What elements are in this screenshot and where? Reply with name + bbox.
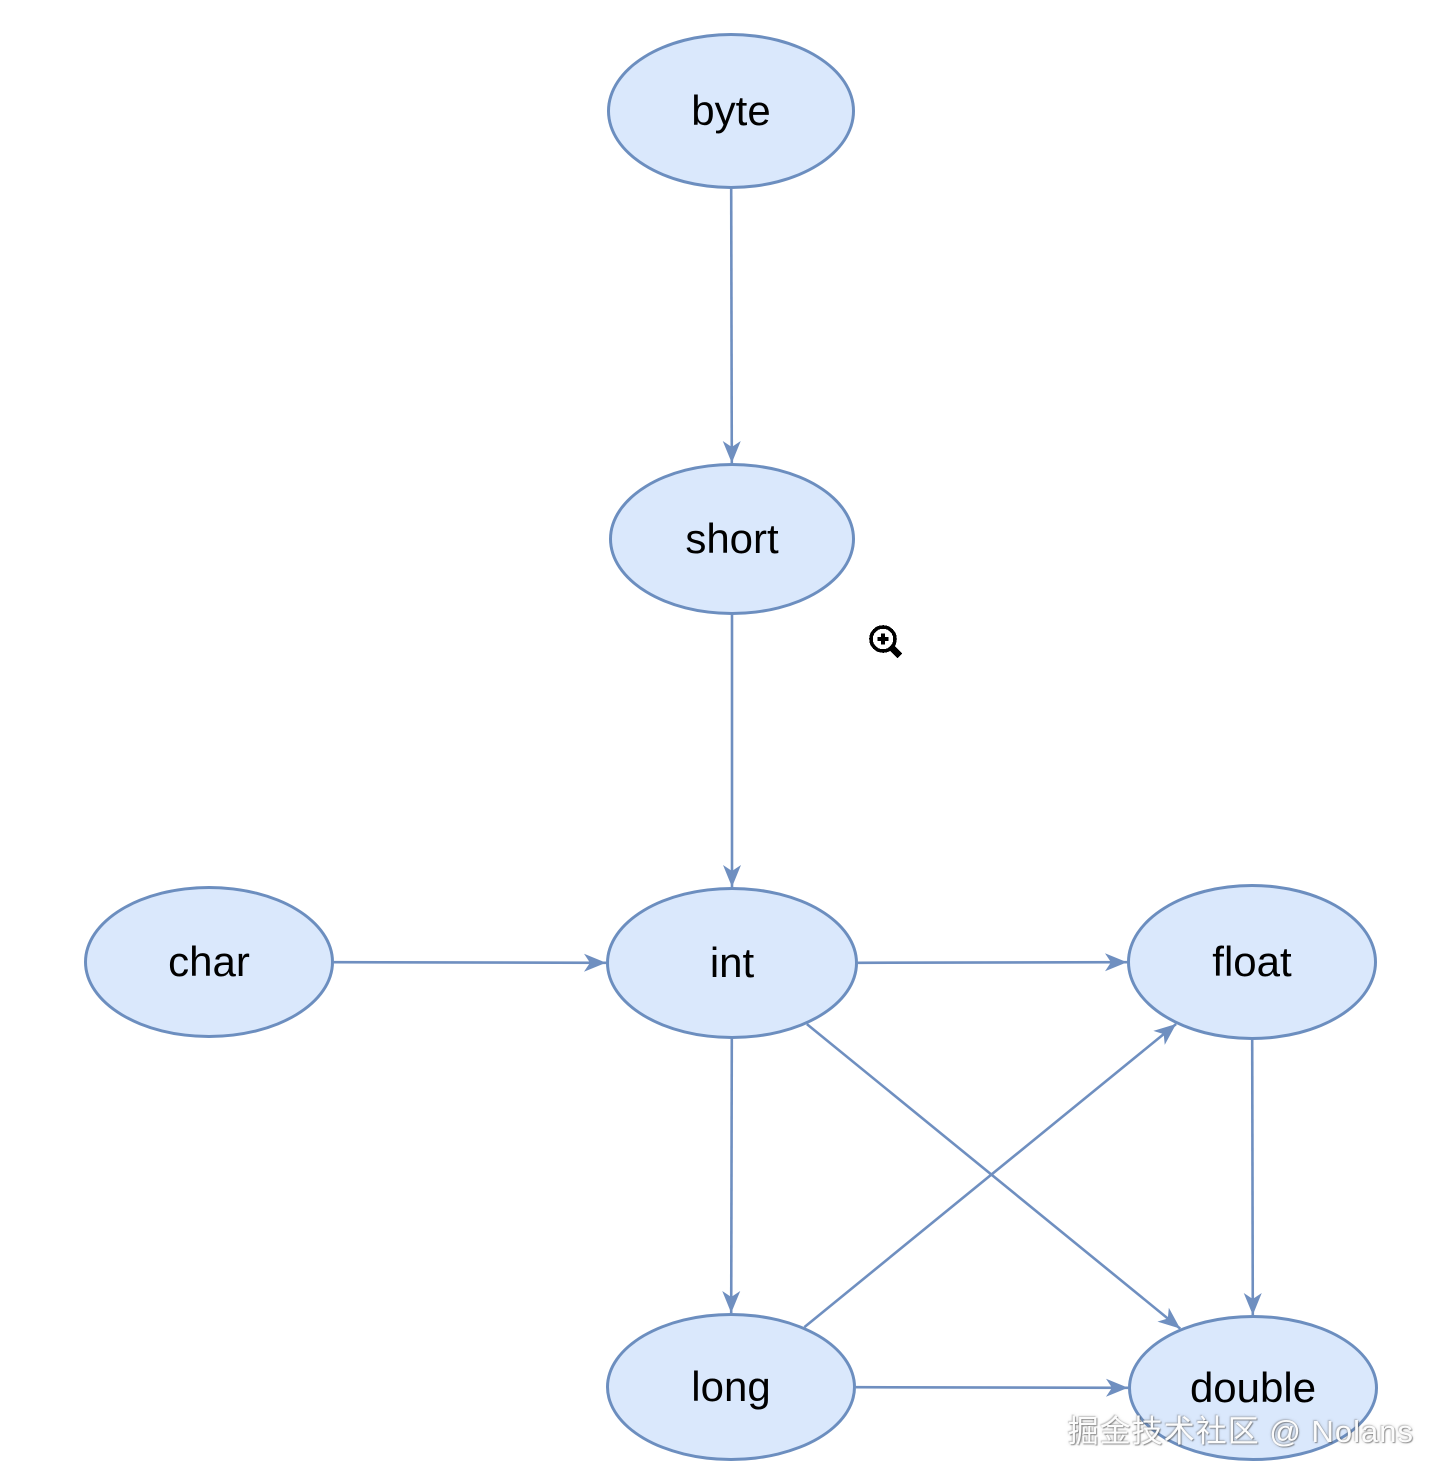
node-long[interactable]: long <box>606 1313 856 1461</box>
node-label: short <box>685 515 779 562</box>
edge-long-float <box>803 1022 1177 1329</box>
edge-float-double <box>1243 1039 1262 1316</box>
zoom-in-cursor-icon <box>869 625 903 659</box>
edge-char-int <box>333 953 607 972</box>
node-label: int <box>709 939 755 986</box>
edge-int-long <box>722 1038 741 1314</box>
node-label: long <box>691 1363 771 1410</box>
node-float[interactable]: float <box>1127 884 1377 1040</box>
edge-long-double <box>855 1378 1129 1397</box>
node-short[interactable]: short <box>609 463 855 615</box>
node-char[interactable]: char <box>84 886 334 1038</box>
node-double[interactable]: double <box>1128 1315 1378 1461</box>
node-label: float <box>1212 938 1292 985</box>
node-label: double <box>1189 1364 1317 1411</box>
node-label: char <box>168 938 250 985</box>
node-byte[interactable]: byte <box>607 33 855 189</box>
node-label: byte <box>691 87 771 134</box>
edge-int-double <box>806 1023 1182 1330</box>
edge-byte-short <box>722 188 741 464</box>
edge-int-float <box>857 953 1128 972</box>
node-int[interactable]: int <box>606 887 858 1039</box>
